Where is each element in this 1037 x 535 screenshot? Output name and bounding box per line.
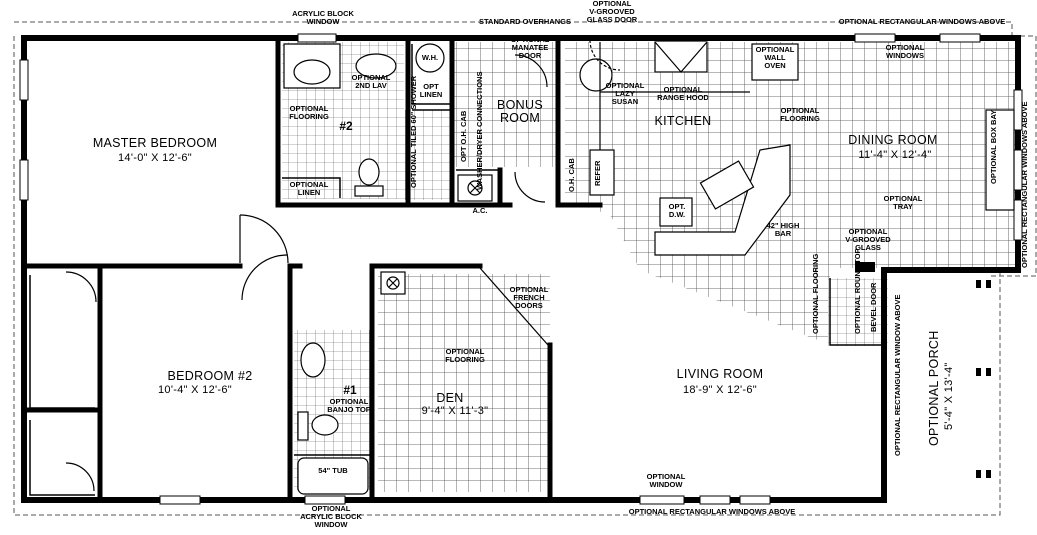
tub [297, 457, 369, 495]
rect-window-porch-label: OPTIONAL RECTANGULAR WINDOW ABOVE [893, 294, 902, 456]
overhang-outline [13, 21, 1037, 516]
wall-oven-label: OPTIONAL WALL OVEN [755, 45, 795, 70]
refer-label: REFER [593, 160, 602, 186]
den-size: 9'-4" X 11'-3" [421, 405, 489, 417]
toilet-bath1 [311, 414, 339, 436]
optional-tray-label: OPTIONAL TRAY [883, 194, 923, 211]
water-heater [415, 43, 445, 73]
bedroom2-label: BEDROOM #2 [167, 369, 253, 383]
french-doors-label: OPTIONAL FRENCH DOORS [509, 285, 549, 310]
living-room-label: LIVING ROOM [676, 367, 764, 381]
thin-lines [29, 44, 884, 496]
kitchen-label: KITCHEN [654, 114, 712, 128]
dining-room-size: 11'-4" X 12'-4" [858, 149, 932, 161]
dining-room-label: DINING ROOM [848, 133, 938, 147]
bonus-room-floor [452, 42, 557, 167]
bath2-label: #2 [339, 119, 353, 133]
round-top-label: OPTIONAL ROUND TOP [853, 248, 862, 334]
kitchen-flooring-label: OPTIONAL FLOORING [780, 106, 820, 123]
porch-size: 5'-4" X 13'-4" [943, 362, 955, 430]
optional-2nd-lav-label: OPTIONAL 2ND LAV [351, 73, 391, 90]
master-bedroom-label: MASTER BEDROOM [92, 136, 218, 150]
interior-walls [23, 37, 603, 503]
v-grooved-door-label: OPTIONAL V-GROOVED GLASS DOOR [586, 0, 638, 24]
rect-windows-right-label: OPTIONAL RECTANGULAR WINDOWS ABOVE [1020, 101, 1029, 268]
bonus-room-label: BONUS ROOM [497, 98, 543, 126]
sink-bath2-a [293, 59, 331, 85]
washer-dryer-label: WASHER/DRYER CONNECTIONS [475, 71, 484, 190]
fixtures [283, 41, 1015, 495]
toilet-bath2 [358, 158, 380, 186]
tiled-shower-label: OPTIONAL TILED 60" SHOWER [409, 75, 418, 188]
range-hood-label: OPTIONAL RANGE HOOD [657, 85, 709, 102]
rect-windows-top-label: OPTIONAL RECTANGULAR WINDOWS ABOVE [838, 17, 1006, 26]
bevel-door-label: BEVEL DOOR [869, 282, 878, 332]
shower-floor [404, 110, 452, 200]
tub-label: 54" TUB [318, 466, 348, 475]
living-flooring-label: OPTIONAL FLOORING [811, 253, 820, 334]
high-bar-label: 42" HIGH BAR [766, 221, 800, 238]
oh-cab-washer-label: OPT O.H. CAB [459, 110, 468, 162]
manatee-door-label: OPTIONAL MANATEE DOOR [510, 35, 550, 60]
bath1-label: #1 [343, 383, 357, 397]
den-flooring-label: OPTIONAL FLOORING [445, 347, 485, 364]
opt-dw-label: OPT. D.W. [668, 202, 686, 219]
ac-label: A.C. [472, 206, 488, 215]
den-floor [378, 274, 550, 492]
optional-flooring-bath2-label: OPTIONAL FLOORING [289, 104, 329, 121]
kitchen-dining-floor [565, 42, 1018, 345]
lazy-susan-label: OPTIONAL LAZY SUSAN [605, 81, 645, 106]
optional-windows-label: OPTIONAL WINDOWS [885, 43, 925, 60]
sink-bath1 [300, 342, 326, 378]
porch-entry-floor [828, 278, 888, 346]
box-bay-label: OPTIONAL BOX BAY [989, 109, 998, 184]
den-label: DEN [436, 391, 464, 405]
acrylic-block-window-label: ACRYLIC BLOCK WINDOW [292, 9, 354, 26]
porch-label: OPTIONAL PORCH [927, 330, 941, 446]
standard-overhangs-label: STANDARD OVERHANGS [479, 17, 571, 26]
doors [65, 39, 621, 492]
water-heater-label: W.H. [421, 53, 439, 62]
bedroom2-size: 10'-4" X 12'-6" [158, 384, 232, 396]
living-room-size: 18'-9" X 12'-6" [683, 384, 757, 396]
opt-linen-top-label: OPT LINEN [419, 82, 443, 99]
optional-window-bottom-label: OPTIONAL WINDOW [646, 472, 686, 489]
acrylic-block-bottom-label: OPTIONAL ACRYLIC BLOCK WINDOW [300, 504, 362, 529]
oh-cab-kitchen-label: O.H. CAB [567, 158, 576, 192]
sink-bath2-b [355, 53, 397, 79]
banjo-top-label: OPTIONAL BANJO TOP [327, 397, 371, 414]
master-bedroom-size: 14'-0" X 12'-6" [118, 152, 192, 164]
tiled-floors [282, 42, 1018, 492]
v-grooved-glass-label: OPTIONAL V-GROOVED GLASS [845, 227, 891, 252]
porch-posts [855, 262, 991, 478]
rect-windows-bottom-label: OPTIONAL RECTANGULAR WINDOWS ABOVE [628, 507, 796, 516]
optional-linen-label: OPTIONAL LINEN [289, 180, 329, 197]
kitchen-island [654, 144, 791, 256]
